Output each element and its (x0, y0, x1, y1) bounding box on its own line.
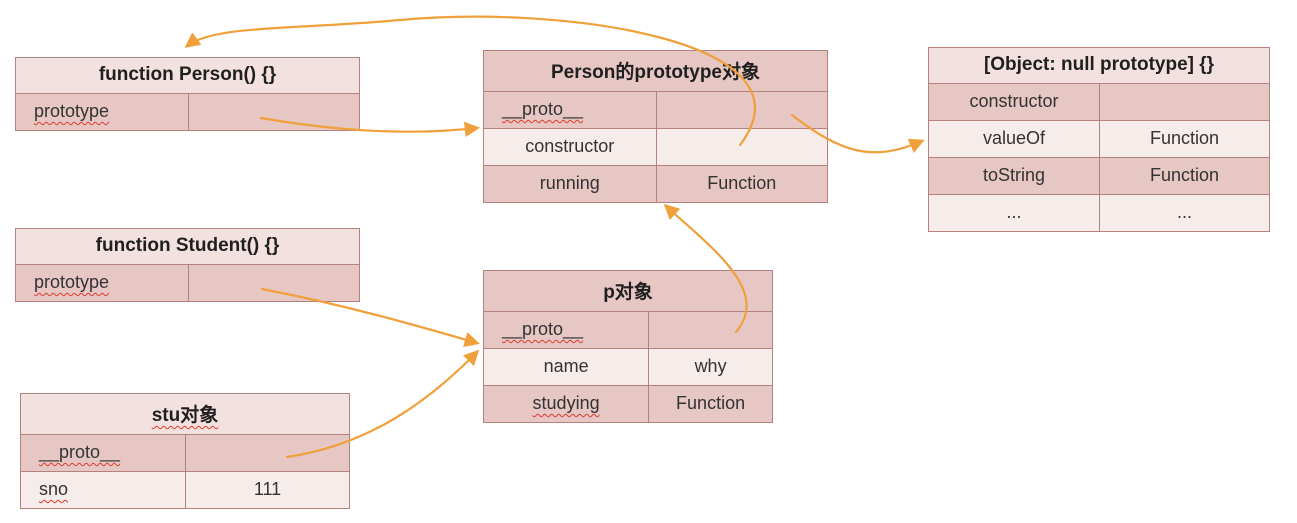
cell-key: constructor (969, 91, 1059, 111)
cell-value: Function (655, 166, 828, 202)
cell-value: ... (1099, 195, 1269, 231)
cell-value: why (648, 349, 772, 385)
table-stu-object: stu对象 __proto__ sno 111 (20, 393, 350, 509)
cell-key: prototype (34, 272, 110, 292)
cell-value (648, 312, 772, 348)
cell-value (655, 129, 828, 165)
cell-key: __proto__ (502, 99, 584, 119)
table-title: [Object: null prototype] {} (929, 48, 1269, 84)
cell-value: Function (648, 386, 772, 422)
cell-value (187, 94, 360, 130)
table-title: function Person() {} (16, 58, 359, 94)
table-function-person: function Person() {} prototype (15, 57, 360, 131)
cell-value (185, 435, 349, 471)
cell-key: ... (1006, 202, 1022, 222)
table-row: valueOf Function (929, 121, 1269, 158)
table-person-prototype-object: Person的prototype对象 __proto__ constructor… (483, 50, 828, 203)
table-title: Person的prototype对象 (484, 51, 827, 92)
cell-key: __proto__ (502, 319, 584, 339)
table-object-null-prototype: [Object: null prototype] {} constructor … (928, 47, 1270, 232)
cell-key: __proto__ (39, 442, 121, 462)
cell-value (187, 265, 360, 301)
table-row: constructor (929, 84, 1269, 121)
cell-value: Function (1099, 121, 1269, 157)
table-row: prototype (16, 265, 359, 301)
table-row: __proto__ (484, 92, 827, 129)
table-row: studying Function (484, 386, 772, 422)
table-row: __proto__ (484, 312, 772, 349)
table-function-student: function Student() {} prototype (15, 228, 360, 302)
table-row: running Function (484, 166, 827, 202)
table-title: stu对象 (21, 394, 349, 435)
cell-key: valueOf (982, 128, 1046, 148)
cell-key: studying (532, 393, 600, 413)
table-title: function Student() {} (16, 229, 359, 265)
table-p-object: p对象 __proto__ name why studying Function (483, 270, 773, 423)
cell-key: name (543, 356, 589, 376)
table-row: name why (484, 349, 772, 386)
cell-value: 111 (185, 472, 349, 508)
cell-value (1099, 84, 1269, 120)
table-title: p对象 (484, 271, 772, 312)
table-row: ... ... (929, 195, 1269, 231)
table-row: toString Function (929, 158, 1269, 195)
cell-key: constructor (525, 136, 615, 156)
cell-value (655, 92, 828, 128)
table-row: prototype (16, 94, 359, 130)
table-row: __proto__ (21, 435, 349, 472)
table-row: sno 111 (21, 472, 349, 508)
cell-key: prototype (34, 101, 110, 121)
cell-key: sno (39, 479, 69, 499)
cell-value: Function (1099, 158, 1269, 194)
cell-key: running (539, 173, 600, 193)
cell-key: toString (982, 165, 1046, 185)
table-row: constructor (484, 129, 827, 166)
